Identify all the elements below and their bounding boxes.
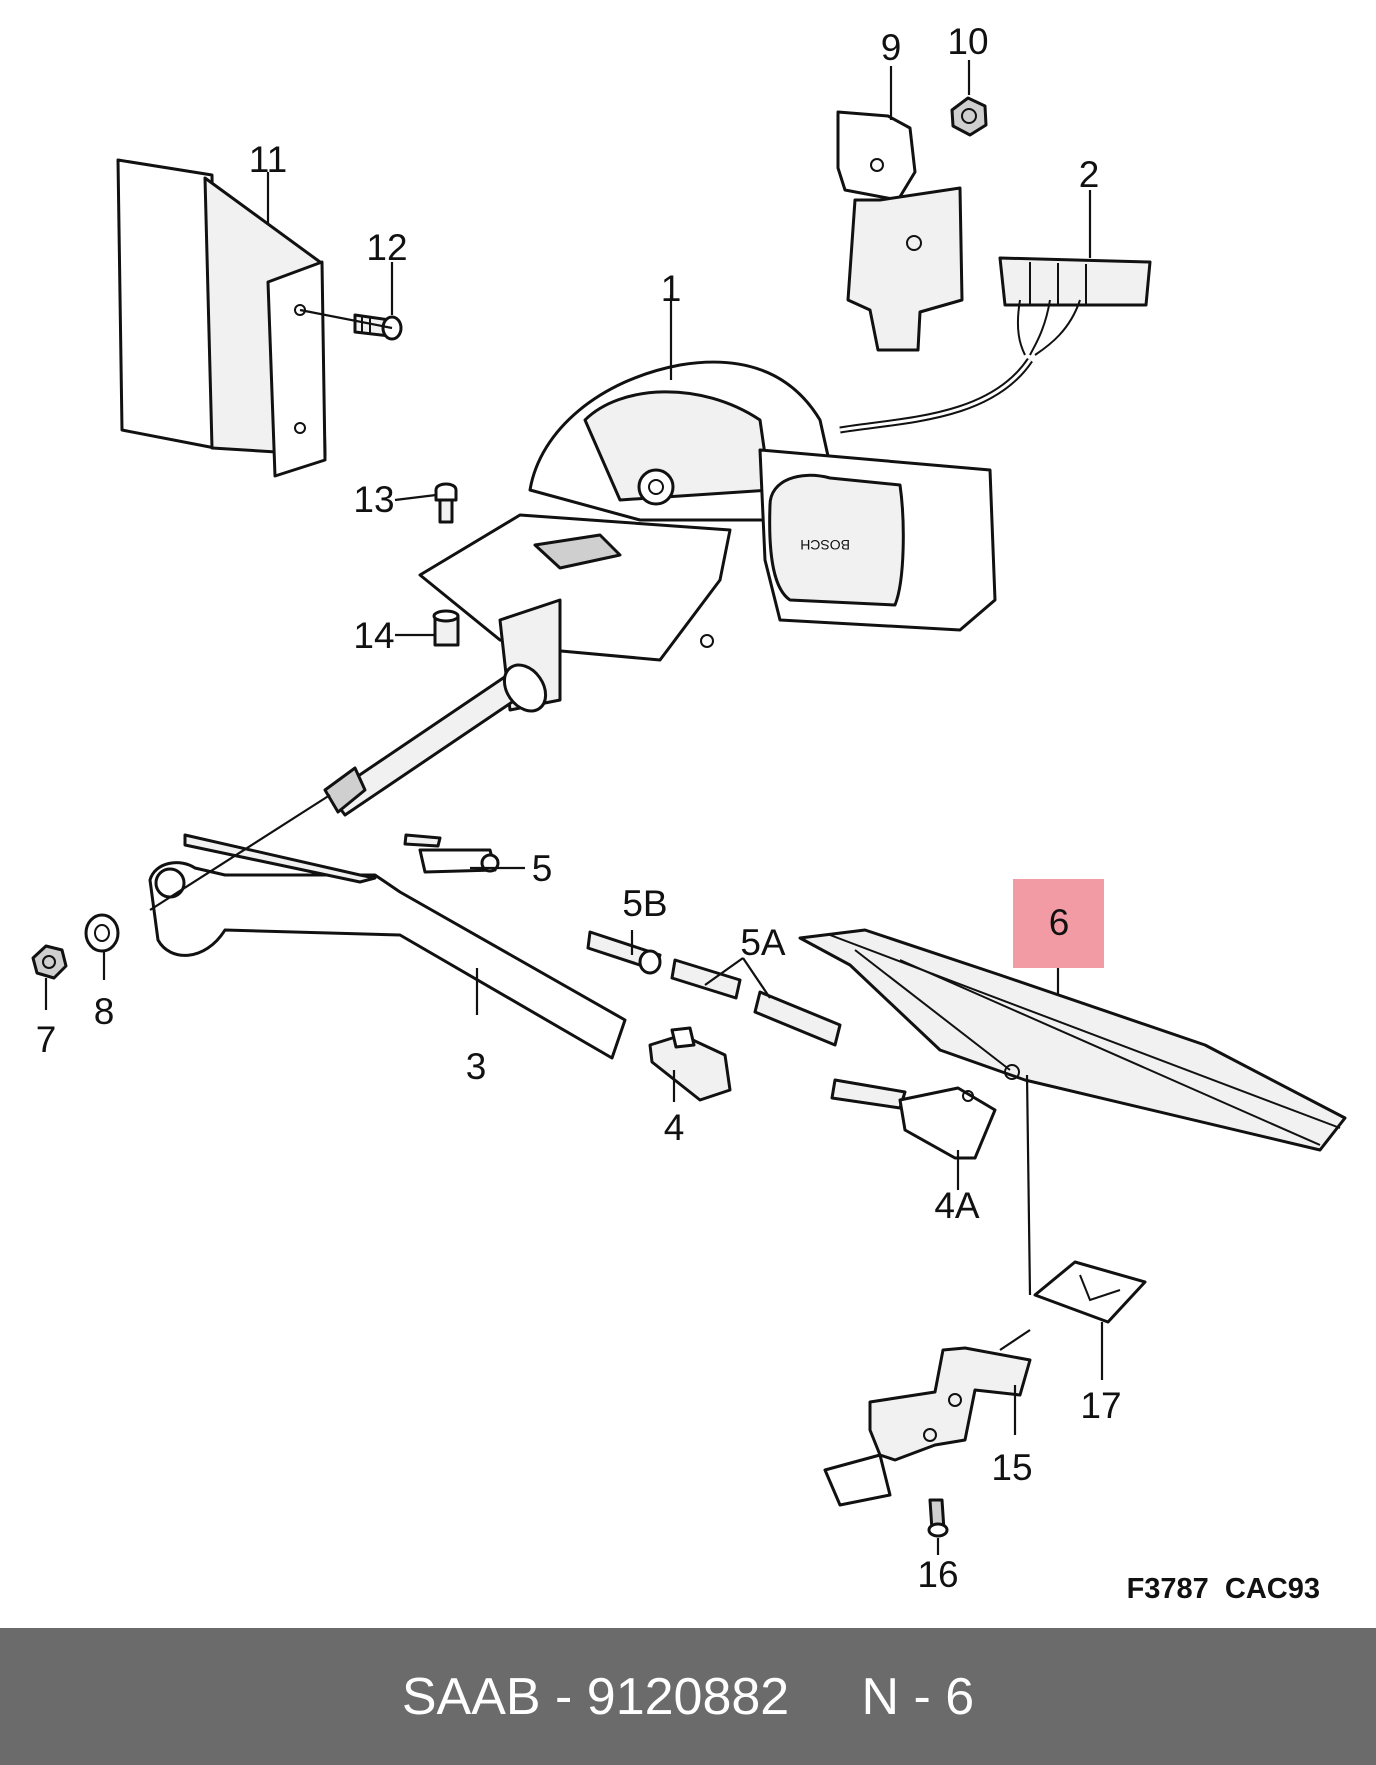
callout-12: 12 xyxy=(366,227,407,268)
part-9-bracket xyxy=(836,110,964,352)
callout-6: 6 xyxy=(1049,902,1070,943)
part-3-wiper-arm xyxy=(148,833,627,1060)
callout-5B: 5B xyxy=(622,883,667,924)
part-13-bolt xyxy=(434,482,458,524)
part-6-wiper-blade xyxy=(798,928,1347,1152)
part-17-label-plate xyxy=(1033,1260,1147,1324)
callout-7: 7 xyxy=(36,1019,57,1060)
figure-code: F3787 CAC93 xyxy=(1127,1573,1320,1605)
part-1-drive-shaft xyxy=(323,663,548,817)
callout-5A: 5A xyxy=(740,922,786,963)
callout-15: 15 xyxy=(991,1447,1032,1488)
callout-5: 5 xyxy=(532,848,553,889)
motor-cable xyxy=(839,358,1033,434)
part-7-nut xyxy=(31,944,68,980)
part-16-screw xyxy=(927,1498,949,1538)
part-14-bushing xyxy=(432,609,460,647)
part-11-bracket xyxy=(116,158,327,478)
callout-11: 11 xyxy=(249,139,287,180)
callout-4A: 4A xyxy=(934,1185,980,1226)
part-4A-connector xyxy=(830,1078,997,1160)
callout-17: 17 xyxy=(1080,1385,1121,1426)
callout-14: 14 xyxy=(353,615,394,656)
callout-2: 2 xyxy=(1079,154,1100,195)
leader-lines xyxy=(44,60,1104,1555)
footer-part-reference: SAAB - 9120882 N - 6 xyxy=(401,1667,975,1726)
callout-16: 16 xyxy=(917,1554,958,1595)
callout-4: 4 xyxy=(664,1107,685,1148)
callout-8: 8 xyxy=(94,991,115,1032)
part-5A-hoses xyxy=(670,958,842,1047)
part-5B-fitting xyxy=(586,930,662,975)
part-8-washer xyxy=(84,913,120,953)
callout-10: 10 xyxy=(947,21,988,62)
footer-bar: SAAB - 9120882 N - 6 xyxy=(0,1628,1376,1765)
exploded-parts-diagram: BOSCH xyxy=(31,21,1347,1605)
svg-text:BOSCH: BOSCH xyxy=(800,537,850,553)
part-1-mount-plate xyxy=(418,513,732,712)
highlight-box-part-6 xyxy=(1013,879,1104,968)
callout-1: 1 xyxy=(661,268,682,309)
callout-9: 9 xyxy=(881,27,902,68)
callout-labels: 11 12 9 10 2 1 13 14 5 5B 5A 6 7 8 3 4 4… xyxy=(36,21,1320,1605)
callout-13: 13 xyxy=(353,479,394,520)
callout-3: 3 xyxy=(466,1046,487,1087)
part-2-connector xyxy=(998,256,1152,356)
part-1-wiper-motor: BOSCH xyxy=(528,360,997,632)
part-15-bracket xyxy=(823,1346,1032,1507)
part-10-nut xyxy=(950,96,988,137)
part-5-clip xyxy=(403,833,500,874)
part-12-screw xyxy=(353,313,403,341)
part-4-clip xyxy=(648,1026,732,1102)
